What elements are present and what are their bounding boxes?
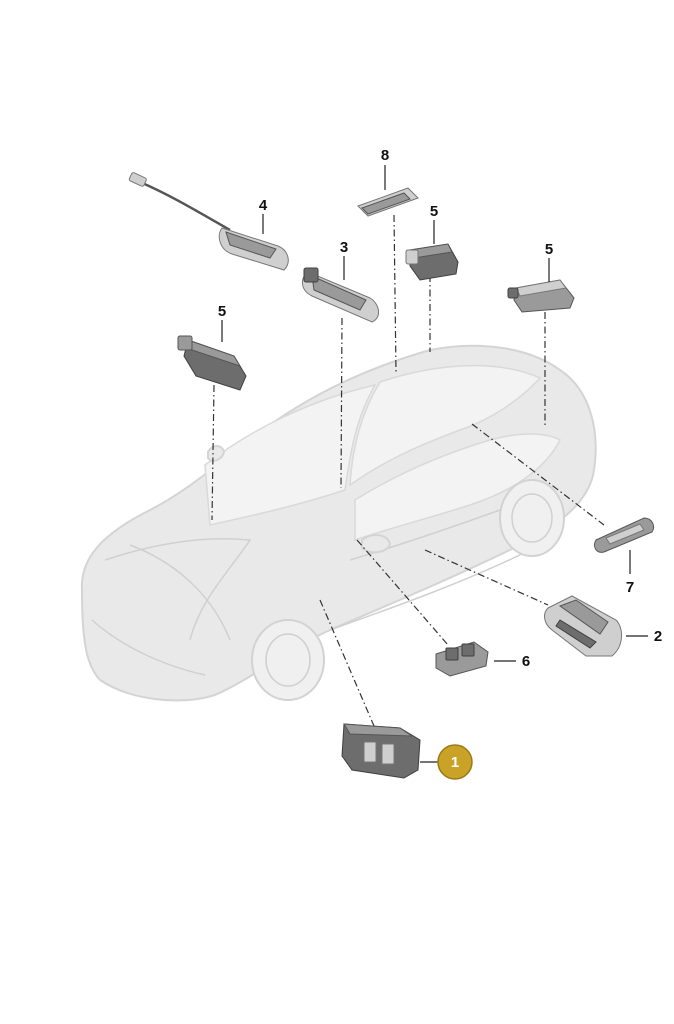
roof-glass [349,364,542,487]
front-bumper [91,619,206,676]
hood-crease [129,544,231,641]
part-7-switch [593,517,655,553]
callout-2: 2 [654,628,662,645]
side-mirror [361,534,392,554]
dashed-leaders [211,214,605,727]
door-line [349,509,501,561]
callout-5-right: 5 [545,241,553,258]
callout-8: 8 [381,147,389,164]
part-4-antenna-module [128,172,289,271]
callout-1-highlight[interactable]: 1 [437,744,473,780]
highlight-circle [437,744,473,780]
part-3-control-unit [302,267,379,323]
callout-7: 7 [626,579,634,596]
part-5-left-module [177,335,247,391]
car-illustration [80,344,597,702]
callout-1: 1 [451,754,459,771]
callout-labels: 8 4 5 3 5 5 7 2 6 [218,147,662,670]
callout-3: 3 [340,239,348,256]
rear-wheel-rim [511,493,553,543]
part-1-control-unit [341,723,421,779]
windshield [204,383,377,526]
part-5-center-module [405,243,459,281]
rear-wheel [499,479,565,557]
callout-6: 6 [522,653,530,670]
part-5-right-module [507,279,575,313]
front-wheel-rim [265,633,311,687]
part-6-connector [435,641,489,677]
side-windows [354,433,561,542]
callout-5-left: 5 [218,303,226,320]
front-wheel [251,619,325,701]
callout-4: 4 [259,197,268,214]
side-sill [329,549,531,631]
callout-leaders [221,165,648,763]
callout-5-center: 5 [430,203,438,220]
hood-line [104,537,252,641]
part-8-sensor-bracket [357,187,419,217]
part-2-module [544,595,622,657]
